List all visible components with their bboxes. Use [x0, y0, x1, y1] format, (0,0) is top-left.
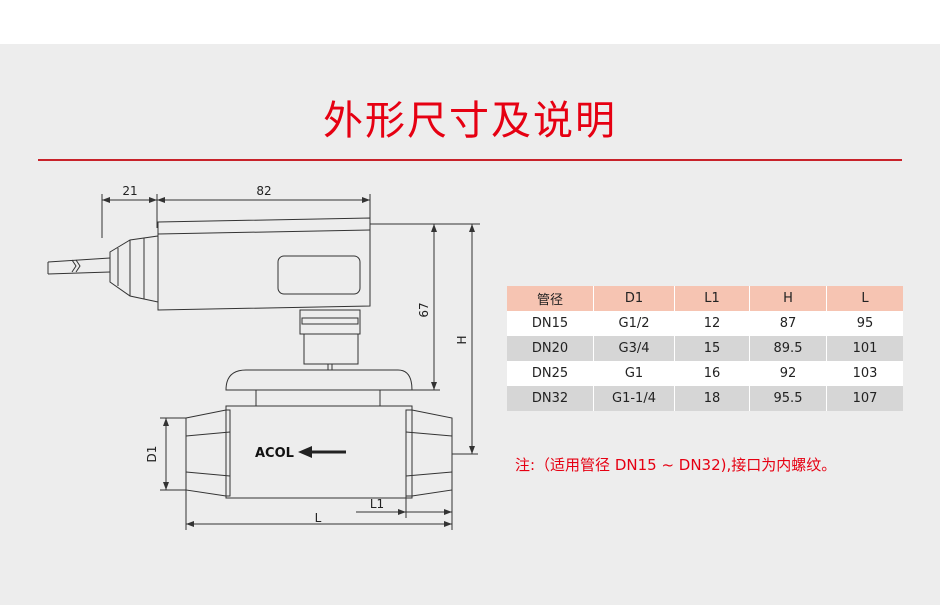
top-band [0, 0, 940, 44]
table-cell: G1/2 [593, 311, 675, 336]
dim-label-l1: L1 [370, 497, 384, 511]
table-cell: 12 [674, 311, 750, 336]
spec-table: 管径 D1 L1 H L DN15 G1/2 12 87 95 DN20 G3/… [507, 286, 903, 411]
table-cell: 95 [826, 311, 903, 336]
table-cell: DN15 [531, 316, 569, 331]
table-cell: G1-1/4 [593, 386, 675, 411]
table-cell: 87 [749, 311, 827, 336]
column-header: L [826, 286, 903, 311]
table-cell: 15 [674, 336, 750, 361]
title-divider [38, 159, 902, 161]
table-row: DN15 G1/2 12 87 95 [507, 311, 903, 336]
table-cell: 101 [826, 336, 903, 361]
table-row: DN20 G3/4 15 89.5 101 [507, 336, 903, 361]
left-nut [185, 409, 231, 497]
table-header-row: 管径 D1 L1 H L [507, 286, 903, 311]
column-header: H [749, 286, 827, 311]
table-cell: 107 [826, 386, 903, 411]
column-header: 管径 [536, 293, 563, 308]
neck-lower [303, 333, 359, 365]
page-title: 外形尺寸及说明 [323, 98, 617, 144]
column-header: D1 [593, 286, 675, 311]
right-nut [405, 409, 453, 497]
table-cell: DN32 [531, 391, 569, 406]
flow-direction-arrow-icon [298, 446, 346, 458]
dim-label-67: 67 [417, 302, 431, 317]
table-cell: G3/4 [593, 336, 675, 361]
table-row: DN25 G1 16 92 103 [507, 361, 903, 386]
dim-label-l: L [315, 511, 322, 525]
table-cell: 89.5 [749, 336, 827, 361]
table-cell: 16 [674, 361, 750, 386]
table-cell: 92 [749, 361, 827, 386]
column-header: L1 [674, 286, 750, 311]
body-cover [225, 369, 413, 391]
dim-label-82: 82 [256, 184, 271, 198]
table-cell: 103 [826, 361, 903, 386]
display-window [277, 255, 361, 295]
cable-break [71, 259, 81, 273]
switch-housing [157, 217, 371, 311]
dim-label-21: 21 [122, 184, 137, 198]
table-row: DN32 G1-1/4 18 95.5 107 [507, 386, 903, 411]
footnote: 注:（适用管径 DN15 ~ DN32),接口为内螺纹。 [515, 456, 837, 474]
cable [47, 257, 111, 275]
table-cell: G1 [593, 361, 675, 386]
dim-label-d1: D1 [145, 446, 159, 463]
table-cell: DN25 [531, 366, 569, 381]
dim-label-h: H [455, 335, 469, 344]
flow-label: ACOL [255, 446, 294, 461]
dimension-drawing: 21 82 67 H D1 L1 L ACOL [47, 184, 480, 530]
pipe-body [225, 405, 413, 499]
cable-gland [109, 235, 159, 303]
table-cell: 95.5 [749, 386, 827, 411]
neck-upper [299, 309, 361, 335]
table-cell: 18 [674, 386, 750, 411]
table-cell: DN20 [531, 341, 569, 356]
